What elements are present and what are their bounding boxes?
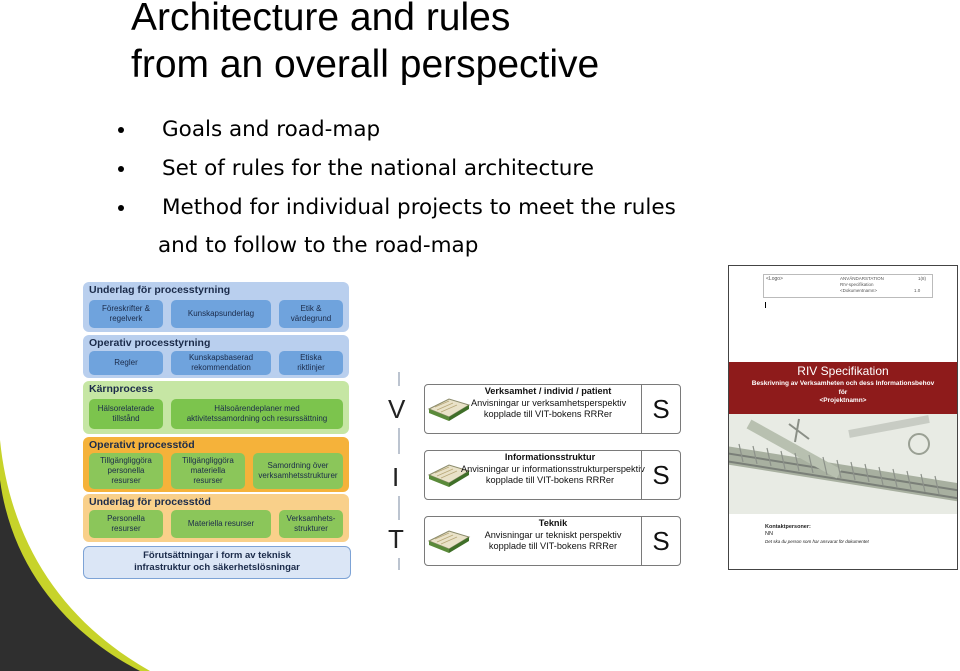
diagram-box: Hälsorelaterade tillstånd (89, 399, 163, 429)
vit-row-line: Anvisningar ur verksamhetsperspektiv (471, 397, 627, 408)
bullet-text: Set of rules for the national architectu… (162, 156, 594, 181)
vit-divider (398, 372, 400, 386)
footer-line-2: infrastruktur och säkerhetslösningar (134, 562, 300, 573)
vit-divider (398, 558, 400, 570)
vit-row-line: kopplade till VIT-bokens RRRer (483, 409, 613, 419)
diagram-section: Underlag för processtöd Personella resur… (83, 494, 349, 542)
doc-heading: RIV Specifikation (797, 364, 889, 378)
vit-letter-v: V (388, 394, 406, 424)
vit-letter-i: I (392, 462, 400, 492)
diagram-footer: Förutsättningar i form av teknisk infras… (83, 546, 351, 579)
vit-s-cell: S (641, 385, 680, 433)
riv-document: <Logo> ANVÄNDARSTATION RIV-specifikation… (728, 265, 958, 570)
title-line-2: from an overall perspective (131, 43, 600, 86)
vit-s-cell: S (641, 517, 680, 565)
book-icon (427, 530, 471, 553)
doc-subheading: <Projektnamn> (819, 397, 867, 404)
slide-title: Architecture and rules from an overall p… (131, 0, 599, 88)
book-icon (427, 398, 471, 421)
decorative-swoosh (0, 440, 150, 671)
bullet-dot-icon (118, 205, 124, 211)
bullet-text: Goals and road-map (162, 117, 381, 142)
vit-row-title: Verksamhet / individ / patient (484, 386, 612, 396)
vit-row-title: Informationsstruktur (504, 452, 596, 462)
section-title: Operativt processtöd (89, 439, 195, 451)
diagram-box: Verksamhets- strukturer (279, 510, 343, 538)
vit-divider (398, 496, 400, 520)
vit-diagram: V I T Verksamhet / individ / patient Anv… (380, 372, 690, 572)
diagram-section: Operativ processtyrning Regler Kunskapsb… (83, 335, 349, 378)
vit-row-line: Anvisningar ur tekniskt perspektiv (484, 529, 622, 540)
diagram-section: Operativt processtöd Tillgängliggöra per… (83, 437, 349, 492)
diagram-box: Etiska riktlinjer (279, 351, 343, 375)
diagram-box: Tillgängliggöra materiella resurser (171, 453, 245, 489)
diagram-section: Kärnprocess Hälsorelaterade tillstånd Hä… (83, 381, 349, 434)
diagram-box: Kunskapsunderlag (171, 300, 271, 328)
doc-subheading: Beskrivning av Verksamheten och dess Inf… (751, 380, 935, 387)
vit-row-box: Verksamhet / individ / patient Anvisning… (424, 384, 681, 434)
vit-row-title: Teknik (538, 518, 568, 528)
doc-contact-label: Kontaktpersoner: (765, 524, 811, 530)
vit-letter-t: T (388, 524, 404, 554)
process-diagram: Underlag för processtyrning Föreskrifter… (83, 282, 351, 580)
bullet-text: and to follow to the road-map (158, 233, 479, 258)
diagram-box: Föreskrifter & regelverk (89, 300, 163, 328)
footer-line-1: Förutsättningar i form av teknisk (143, 550, 291, 561)
doc-page-number: 1(8) (918, 276, 927, 281)
railway-illustration (729, 414, 957, 514)
doc-logo-text: <Logo> (766, 276, 783, 282)
vit-row-line: kopplade till VIT-bokens RRRer (485, 475, 615, 485)
diagram-box: Hälsoärendeplaner med aktivitetssamordni… (171, 399, 343, 429)
diagram-box: Personella resurser (89, 510, 163, 538)
diagram-box: Materiella resurser (171, 510, 271, 538)
vit-row-box: Informationsstruktur Anvisningar ur info… (424, 450, 681, 500)
bullet-text: Method for individual projects to meet t… (162, 195, 676, 220)
section-title: Underlag för processtöd (89, 496, 211, 508)
doc-header-text: ANVÄNDARSTATION (840, 276, 884, 281)
doc-header-text: <Dokumentnamn> (840, 288, 878, 293)
doc-contact-name: NN (765, 531, 773, 537)
text-cursor (765, 302, 766, 308)
doc-banner: RIV Specifikation Beskrivning av Verksam… (729, 362, 957, 414)
diagram-section: Underlag för processtyrning Föreskrifter… (83, 282, 349, 332)
vit-row-line: kopplade till VIT-bokens RRRer (488, 541, 618, 551)
book-icon (427, 464, 471, 487)
section-title: Operativ processtyrning (89, 337, 211, 349)
section-title: Underlag för processtyrning (89, 284, 231, 296)
diagram-box: Etik & värdegrund (279, 300, 343, 328)
vit-row-box: Teknik Anvisningar ur tekniskt perspekti… (424, 516, 681, 566)
doc-header-text: RIV-specifikation (840, 281, 874, 287)
doc-contact-note: Det ska du person som har ansvarat för d… (765, 539, 869, 544)
diagram-box: Samordning över verksamhetsstrukturer (253, 453, 343, 489)
bullet-dot-icon (118, 166, 124, 172)
diagram-box: Regler (89, 351, 163, 375)
doc-version: 1.0 (914, 288, 921, 293)
diagram-box: Tillgängliggöra personella resurser (89, 453, 163, 489)
vit-s-cell: S (641, 451, 680, 499)
title-line-1: Architecture and rules (131, 0, 511, 39)
vit-divider (398, 428, 400, 454)
bullet-dot-icon (118, 127, 124, 133)
vit-row-line: Anvisningar ur informationsstrukturpersp… (461, 463, 645, 474)
doc-subheading: för (838, 388, 848, 396)
section-title: Kärnprocess (89, 383, 154, 395)
diagram-box: Kunskapsbaserad rekommendation (171, 351, 271, 375)
doc-header: <Logo> ANVÄNDARSTATION RIV-specifikation… (763, 274, 933, 298)
